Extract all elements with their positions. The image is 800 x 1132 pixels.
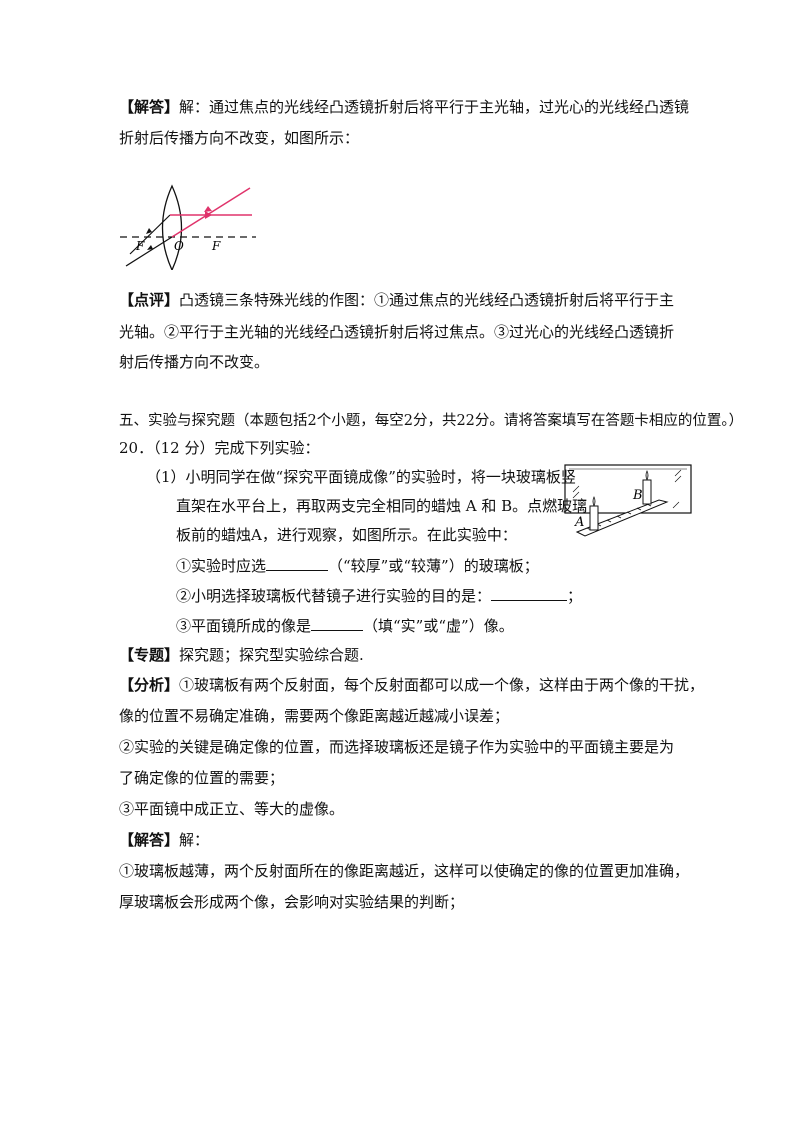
question-item-1: ①实验时应选 （“较厚”或“较薄”）的玻璃板； xyxy=(176,555,539,576)
topic-tag: 【专题】 xyxy=(119,646,180,664)
right-focus-label: F xyxy=(211,239,221,253)
item-text: ①实验时应选 xyxy=(176,557,267,575)
item-text: （填“实”或“虚”）像。 xyxy=(363,617,514,635)
question-part-line: 板前的蜡烛A，进行观察，如图所示。在此实验中： xyxy=(176,526,517,544)
optical-center-label: O xyxy=(174,239,184,253)
item-text: ②小明选择玻璃板代替镜子进行实验的目的是： xyxy=(176,587,492,605)
answer-blank[interactable] xyxy=(491,585,568,601)
question-part-line: （1）小明同学在做“探究平面镜成像”的实验时，将一块玻璃板竖 xyxy=(146,468,576,486)
item-text: ③平面镜所成的像是 xyxy=(176,617,312,635)
refracted-ray-through-center xyxy=(171,187,251,238)
answer-tag: 【解答】 xyxy=(119,98,180,116)
comment-paragraph-line: 光轴。②平行于主光轴的光线经凸透镜折射后将过焦点。③过光心的光线经凸透镜折 xyxy=(119,323,675,341)
candle-a xyxy=(589,505,599,531)
section-heading: 五、实验与探究题（本题包括2个小题，每空2分，共22分。请将答案填写在答题卡相应… xyxy=(119,413,744,429)
comment-paragraph-line: 射后传播方向不改变。 xyxy=(119,353,270,371)
answer-text: 解：通过焦点的光线经凸透镜折射后将平行于主光轴，过光心的光线经凸透镜 xyxy=(179,98,690,116)
arrow-head xyxy=(204,206,212,212)
topic-text: 探究题；探究型实验综合题. xyxy=(179,646,364,664)
glass-plate xyxy=(564,464,692,514)
answer-blank[interactable] xyxy=(266,555,329,571)
arrow-head xyxy=(147,245,153,250)
analysis-text: ①玻璃板有两个反射面，每个反射面都可以成一个像，这样由于两个像的干扰， xyxy=(179,676,705,694)
incident-ray-through-focus xyxy=(129,214,171,255)
answer-text: 解： xyxy=(179,831,210,849)
analysis-paragraph-line: 像的位置不易确定准确，需要两个像距离越近越减小误差； xyxy=(119,707,510,725)
analysis-tag: 【分析】 xyxy=(119,676,180,694)
plane-mirror-diagram: B A xyxy=(564,464,692,537)
arrow-head xyxy=(146,228,152,234)
item-text: ； xyxy=(567,587,583,605)
answer-paragraph-line: ①玻璃板越薄，两个反射面所在的像距离越近，这样可以使确定的像的位置更加准确， xyxy=(119,862,690,880)
left-focus-label: F xyxy=(135,239,145,253)
arrow-head xyxy=(205,211,212,219)
answer-blank[interactable] xyxy=(311,615,364,631)
answer-paragraph-line: 折射后传播方向不改变，如图所示： xyxy=(119,129,360,147)
analysis-paragraph-line: ③平面镜中成正立、等大的虚像。 xyxy=(119,800,345,818)
analysis-paragraph-line: 了确定像的位置的需要； xyxy=(119,769,285,787)
answer-paragraph-line: 【解答】解：通过焦点的光线经凸透镜折射后将平行于主光轴，过光心的光线经凸透镜 xyxy=(119,97,689,117)
incident-ray-through-center xyxy=(125,236,173,267)
answer-paragraph-line: 【解答】解： xyxy=(119,830,209,850)
analysis-paragraph-line: ②实验的关键是确定像的位置，而选择玻璃板还是镜子作为实验中的平面镜主要是为 xyxy=(119,738,675,756)
lens-shape xyxy=(161,184,183,270)
analysis-paragraph-line: 【分析】①玻璃板有两个反射面，每个反射面都可以成一个像，这样由于两个像的干扰， xyxy=(119,675,704,695)
question-item-2: ②小明选择玻璃板代替镜子进行实验的目的是： ； xyxy=(176,585,582,606)
question-stem: 20．（12 分）完成下列实验： xyxy=(119,439,320,457)
question-item-3: ③平面镜所成的像是 （填“实”或“虚”）像。 xyxy=(176,615,514,636)
answer-paragraph-line: 厚玻璃板会形成两个像，会影响对实验结果的判断； xyxy=(119,893,465,911)
ruler xyxy=(575,499,669,537)
item-text: （“较厚”或“较薄”）的玻璃板； xyxy=(328,557,539,575)
candle-b xyxy=(642,479,652,505)
topic-line: 【专题】探究题；探究型实验综合题. xyxy=(119,645,364,665)
comment-tag: 【点评】 xyxy=(119,291,180,309)
candle-a-label: A xyxy=(574,515,584,530)
convex-lens-diagram: F O F xyxy=(120,184,256,270)
comment-text: 凸透镜三条特殊光线的作图：①通过焦点的光线经凸透镜折射后将平行于主 xyxy=(179,291,675,309)
candle-b-label: B xyxy=(632,488,643,503)
question-part-line: 直架在水平台上，再取两支完全相同的蜡烛 A 和 B。点燃玻璃 xyxy=(176,497,588,515)
answer-tag: 【解答】 xyxy=(119,831,180,849)
comment-paragraph-line: 【点评】凸透镜三条特殊光线的作图：①通过焦点的光线经凸透镜折射后将平行于主 xyxy=(119,290,674,310)
